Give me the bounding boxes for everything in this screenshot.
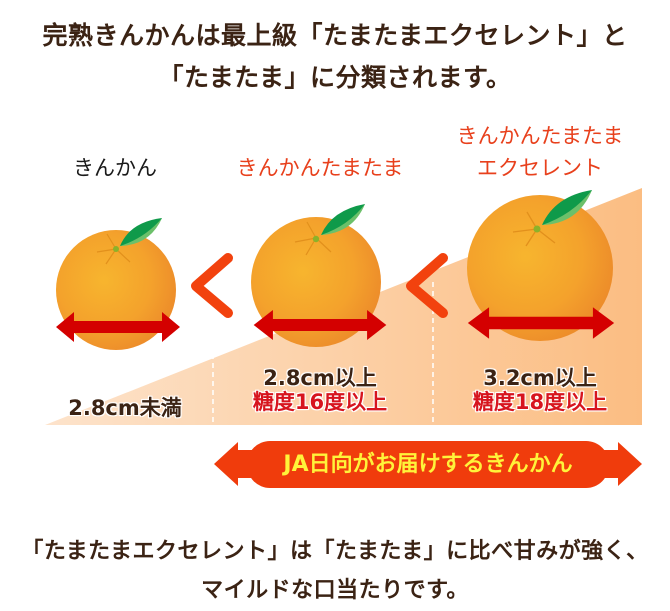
kumquat-icon-small [56,218,180,350]
banner-arrow [214,441,642,488]
footer-line-1: 「たまたまエクセレント」は「たまたま」に比べ甘みが強く、 [21,539,649,564]
headline-line-2: 「たまたま」に分類されます。 [158,63,512,92]
less-than-icon-2 [406,253,448,318]
headline-line-1: 完熟きんかんは最上級「たまたまエクセレント」と [42,21,628,50]
banner-text: JA日向がお届けするきんかん [283,452,573,477]
grade-name-excellent: きんかんたまたま エクセレント [440,120,640,184]
spec-excellent: 3.2cm以上 糖度18度以上 [445,366,635,414]
grade-name-tamatama: きんかんたまたま [225,152,415,182]
kumquat-icon-large [467,190,615,341]
grade-name-kinkan: きんかん [40,152,190,182]
grade-name-line: きんかんたまたま [456,124,624,148]
brix-value: 糖度18度以上 [472,390,608,414]
footer-line-2: マイルドな口当たりです。 [201,578,469,603]
grade-name-line: きんかんたまたま [236,156,404,180]
kumquat-icon-medium [251,204,387,347]
grade-name-line: きんかん [73,156,157,180]
less-than-icon-1 [191,253,233,318]
size-value: 2.8cm以上 [263,366,377,390]
size-value: 2.8cm未満 [68,396,182,420]
grade-name-line: エクセレント [477,156,603,180]
spec-kinkan: 2.8cm未満 [45,396,205,420]
size-value: 3.2cm以上 [483,366,597,390]
brix-value: 糖度16度以上 [252,390,388,414]
spec-tamatama: 2.8cm以上 糖度16度以上 [225,366,415,414]
